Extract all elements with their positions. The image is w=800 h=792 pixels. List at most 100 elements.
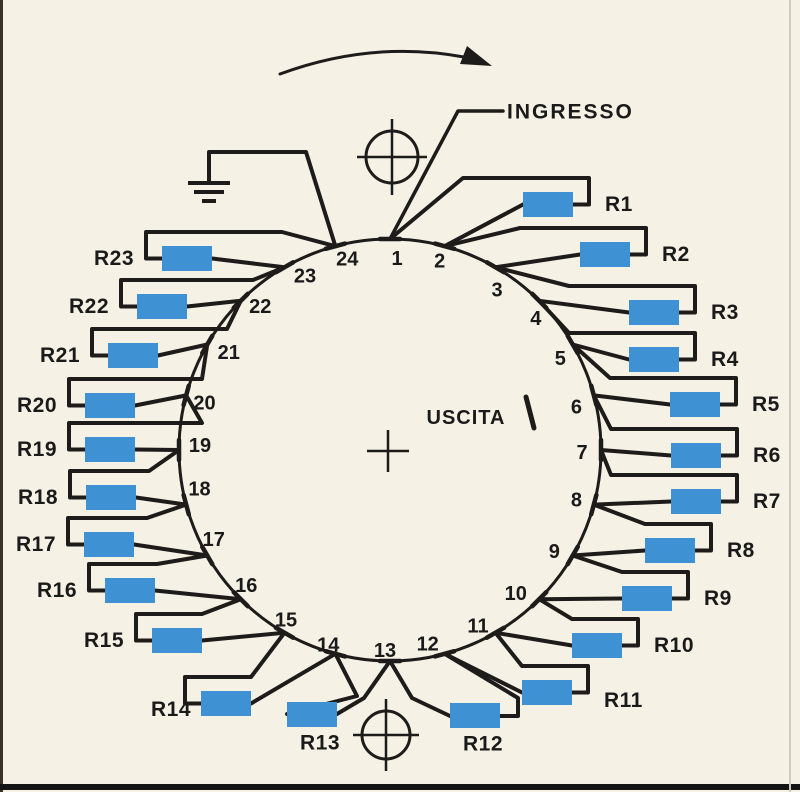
wire-R10-to-contact-10 bbox=[537, 597, 640, 648]
contact-5 bbox=[565, 333, 580, 356]
resistor-body-R6 bbox=[671, 443, 721, 468]
contact-10 bbox=[529, 589, 549, 609]
resistor-R23 bbox=[144, 230, 338, 270]
contact-label-6: 6 bbox=[571, 396, 582, 418]
wire-R21-to-contact-22 bbox=[90, 298, 243, 358]
contact-24 bbox=[323, 241, 348, 252]
resistor-R7 bbox=[591, 448, 739, 507]
rotation-arrow bbox=[278, 46, 492, 76]
wire-R2-to-contact-3 bbox=[493, 252, 582, 270]
wiper-contact bbox=[523, 394, 537, 431]
page-edge-bottom bbox=[0, 784, 800, 790]
input-leader-line bbox=[388, 109, 505, 241]
ground-wire bbox=[207, 150, 338, 249]
resistor-label-R17: R17 bbox=[16, 533, 56, 556]
contact-label-23: 23 bbox=[294, 266, 316, 288]
wires-layer bbox=[66, 109, 739, 718]
resistor-body-R3 bbox=[629, 300, 679, 325]
wire-R14-to-contact-15 bbox=[183, 630, 287, 706]
contact-label-8: 8 bbox=[571, 490, 582, 512]
resistor-body-R16 bbox=[105, 578, 155, 603]
resistor-body-R7 bbox=[671, 489, 721, 514]
resistor-body-R10 bbox=[572, 633, 622, 658]
wire-R9-to-contact-10 bbox=[537, 596, 624, 602]
output-label: USCITA bbox=[427, 407, 506, 429]
resistor-body-R13 bbox=[287, 702, 337, 727]
contact-label-20: 20 bbox=[193, 392, 215, 414]
resistor-body-R20 bbox=[85, 393, 135, 418]
wire-R18-to-contact-19 bbox=[68, 448, 181, 500]
resistor-label-R2: R2 bbox=[662, 243, 690, 266]
wire-R8-to-contact-8 bbox=[591, 502, 713, 553]
resistor-R21 bbox=[90, 298, 243, 358]
ground-symbol bbox=[188, 150, 338, 249]
wire-R22-to-contact-23 bbox=[119, 265, 287, 309]
parts-layer bbox=[84, 46, 721, 771]
resistor-label-R4: R4 bbox=[711, 348, 739, 371]
wire-R23-to-contact-23 bbox=[210, 256, 287, 270]
contact-label-16: 16 bbox=[235, 575, 257, 597]
contact-label-11: 11 bbox=[467, 615, 488, 637]
wire-R17-to-contact-18 bbox=[66, 502, 189, 547]
resistor-R6 bbox=[591, 393, 739, 458]
wire-R20-to-contact-20 bbox=[133, 393, 189, 408]
wire-R23-to-contact-24 bbox=[144, 230, 338, 261]
wire-R19-to-contact-20 bbox=[67, 393, 204, 452]
resistor-label-R7: R7 bbox=[753, 490, 781, 513]
wire-R22-to-contact-22 bbox=[185, 298, 243, 309]
resistor-R2 bbox=[442, 226, 648, 270]
wire-R6-to-contact-6 bbox=[591, 393, 739, 458]
wire-R18-to-contact-18 bbox=[134, 495, 189, 507]
resistor-R14 bbox=[183, 630, 338, 706]
resistor-body-R14 bbox=[201, 691, 251, 716]
resistor-label-R3: R3 bbox=[711, 301, 739, 324]
contact-15 bbox=[273, 625, 296, 640]
resistor-label-R15: R15 bbox=[84, 629, 124, 652]
wire-R10-to-contact-11 bbox=[493, 630, 574, 648]
page-edge-left bbox=[0, 0, 3, 792]
wire-R4-to-contact-5 bbox=[570, 342, 631, 362]
contact-23 bbox=[273, 260, 296, 275]
wire-R5-to-contact-6 bbox=[591, 393, 672, 407]
resistor-R10 bbox=[493, 597, 640, 648]
wire-R13-to-contact-13 bbox=[335, 659, 392, 716]
resistor-R18 bbox=[68, 448, 189, 507]
resistor-label-R22: R22 bbox=[69, 295, 109, 318]
wire-R7-to-contact-8 bbox=[591, 499, 673, 507]
contact-label-2: 2 bbox=[434, 251, 445, 273]
contact-21 bbox=[200, 333, 215, 356]
wire-R15-to-contact-15 bbox=[200, 630, 287, 643]
contact-label-9: 9 bbox=[549, 541, 560, 563]
resistor-body-R12 bbox=[450, 703, 500, 728]
resistor-body-R17 bbox=[84, 532, 134, 557]
resistor-body-R1 bbox=[523, 192, 573, 217]
resistor-R22 bbox=[119, 265, 287, 309]
wire-R20-to-contact-21 bbox=[67, 342, 210, 408]
resistor-label-R10: R10 bbox=[654, 634, 694, 657]
resistor-label-R14: R14 bbox=[151, 698, 191, 721]
resistor-label-R21: R21 bbox=[40, 344, 80, 367]
contact-14 bbox=[323, 648, 348, 659]
contact-label-15: 15 bbox=[275, 609, 297, 631]
page-edge-right bbox=[789, 0, 791, 792]
wire-R21-to-contact-21 bbox=[156, 342, 210, 358]
contact-label-17: 17 bbox=[203, 529, 225, 551]
contact-4 bbox=[529, 291, 549, 311]
center-cross bbox=[367, 430, 409, 472]
resistor-R12 bbox=[388, 651, 520, 718]
wire-R16-to-contact-17 bbox=[87, 553, 210, 593]
contact-12 bbox=[432, 648, 457, 659]
contact-label-14: 14 bbox=[317, 634, 340, 656]
resistor-R5 bbox=[570, 342, 738, 407]
resistor-label-R5: R5 bbox=[752, 393, 780, 416]
contact-17 bbox=[200, 544, 215, 567]
wire-R1-to-contact-1 bbox=[388, 176, 591, 241]
contact-label-22: 22 bbox=[249, 296, 271, 318]
contact-label-24: 24 bbox=[336, 249, 359, 271]
wire-R15-to-contact-16 bbox=[134, 597, 243, 643]
resistor-R4 bbox=[537, 298, 697, 362]
resistor-R9 bbox=[537, 553, 690, 602]
contact-11 bbox=[484, 625, 507, 640]
resistor-label-R23: R23 bbox=[94, 247, 134, 270]
